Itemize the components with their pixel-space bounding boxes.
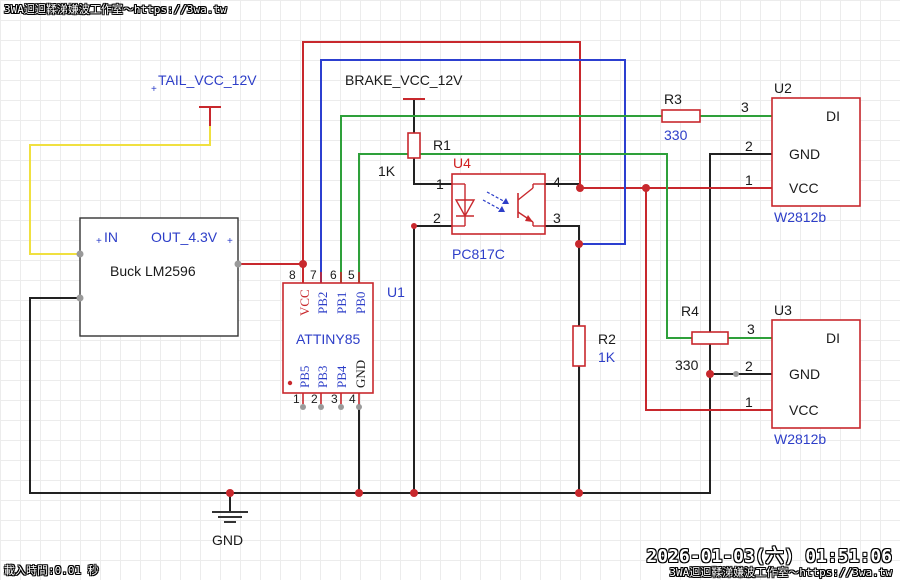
r3-resistor: R3 330 3 <box>661 91 749 143</box>
svg-text:+: + <box>151 84 157 95</box>
u2-led: U2 DI GND VCC 2 1 W2812b <box>745 80 861 225</box>
u1-pin-label-pb0: PB0 <box>353 292 368 314</box>
u3-name: W2812b <box>774 431 826 447</box>
wire-pc817-3 <box>545 225 580 244</box>
u2-pin-label-gnd: GND <box>789 146 820 162</box>
junction-dot <box>355 489 363 497</box>
u2-pin-num: 1 <box>745 172 753 188</box>
u1-pin-num: 1 <box>293 392 300 406</box>
u4-ref: U4 <box>453 155 471 171</box>
u2-pin-num: 2 <box>745 138 753 154</box>
r2-resistor: R2 1K <box>572 325 616 367</box>
wire-gnd-pc817 <box>413 225 452 493</box>
r3-ref: R3 <box>664 91 682 107</box>
watermark-datetime: 2026-01-03(六) 01:51:06 <box>646 546 892 567</box>
r2-value: 1K <box>598 349 616 365</box>
wire-vcc-u3 <box>645 188 772 411</box>
u3-pin-num: 1 <box>745 394 753 410</box>
svg-text:+: + <box>96 236 102 247</box>
u1-pin-num: 8 <box>289 268 296 282</box>
wire-pb1-r3 <box>340 115 662 283</box>
u1-pin-num: 2 <box>311 392 318 406</box>
watermark-load-time: 載入時間:0.01 秒 <box>4 564 99 577</box>
wire-vcc-43 <box>238 41 581 265</box>
u1-ref: U1 <box>387 284 405 300</box>
u1-pin-num: 5 <box>348 268 355 282</box>
brake-vcc-symbol: BRAKE_VCC_12V <box>345 72 463 100</box>
gnd-symbol: GND <box>212 511 248 548</box>
r3-pin-num: 3 <box>741 99 749 115</box>
tail-vcc-symbol: + TAIL_VCC_12V <box>151 72 257 126</box>
buck-converter: + IN OUT_4.3V + Buck LM2596 <box>76 217 242 337</box>
u4-pin-num: 4 <box>553 174 561 190</box>
r4-value: 330 <box>675 357 699 373</box>
u4-pin-num: 1 <box>436 176 444 192</box>
u4-optocoupler: 1 2 3 4 U4 PC817C <box>433 155 561 262</box>
u2-name: W2812b <box>774 209 826 225</box>
u3-led: U3 DI GND VCC 2 1 W2812b <box>733 302 861 447</box>
junctions <box>226 184 714 497</box>
r2-ref: R2 <box>598 331 616 347</box>
u1-attiny85: 8 7 6 5 VCC PB2 PB1 PB0 ATTINY85 U1 PB5 … <box>282 268 405 410</box>
u1-pin-label-vcc: VCC <box>297 289 312 316</box>
wire-pb2 <box>320 59 626 283</box>
u1-pin-label-pb5: PB5 <box>297 366 312 388</box>
r4-pin-num: 3 <box>747 321 755 337</box>
junction-dot <box>226 489 234 497</box>
wire-gnd-bus <box>29 153 772 494</box>
u1-pin-num: 6 <box>330 268 337 282</box>
u4-pin-num: 3 <box>553 210 561 226</box>
u1-pin-num: 4 <box>349 392 356 406</box>
buck-out-label: OUT_4.3V <box>151 229 218 245</box>
u2-ref: U2 <box>774 80 792 96</box>
junction-dot <box>410 489 418 497</box>
gnd-label: GND <box>212 532 243 548</box>
u3-pin-label-gnd: GND <box>789 366 820 382</box>
u2-pin-label-vcc: VCC <box>789 180 819 196</box>
wire-pb0-r4 <box>358 153 692 339</box>
buck-name: Buck LM2596 <box>110 263 196 279</box>
junction-dot <box>706 370 714 378</box>
u3-pin-num: 2 <box>745 358 753 374</box>
r1-ref: R1 <box>433 137 451 153</box>
u1-pin-num: 7 <box>310 268 317 282</box>
watermark-bottom: 3WA迴迴鞣涕嫌波工作室～https://3wa.tw <box>669 566 892 579</box>
u1-pin-num: 3 <box>331 392 338 406</box>
wires <box>29 41 772 512</box>
u1-pin-label-pb3: PB3 <box>315 366 330 388</box>
junction-dot <box>642 184 650 192</box>
junction-dot <box>411 223 417 229</box>
u4-name: PC817C <box>452 246 505 262</box>
u1-pin-label-pb1: PB1 <box>334 292 349 314</box>
u3-pin-label-vcc: VCC <box>789 402 819 418</box>
svg-text:+: + <box>227 236 233 247</box>
junction-dot <box>576 184 584 192</box>
junction-dot <box>575 240 583 248</box>
u3-pin-label-di: DI <box>826 330 840 346</box>
watermark-top: 3WA迴迴鞣涕嫌波工作室～https://3wa.tw <box>4 3 227 16</box>
u2-pin-label-di: DI <box>826 108 840 124</box>
r4-ref: R4 <box>681 303 699 319</box>
junction-dot <box>299 260 307 268</box>
r3-value: 330 <box>664 127 688 143</box>
r1-value: 1K <box>378 163 396 179</box>
u1-pin-label-gnd: GND <box>353 360 368 388</box>
u3-ref: U3 <box>774 302 792 318</box>
buck-in-label: IN <box>104 229 118 245</box>
wire-tail-vcc <box>29 126 211 255</box>
u1-pin-label-pb2: PB2 <box>315 292 330 314</box>
junction-dot <box>575 489 583 497</box>
u1-pin-label-pb4: PB4 <box>334 365 349 388</box>
u1-name: ATTINY85 <box>296 331 361 347</box>
r1-resistor: R1 1K <box>378 132 451 179</box>
brake-vcc-label: BRAKE_VCC_12V <box>345 72 463 88</box>
r4-resistor: R4 330 3 <box>675 303 755 373</box>
tail-vcc-label: TAIL_VCC_12V <box>158 72 257 88</box>
u4-pin-num: 2 <box>433 210 441 226</box>
